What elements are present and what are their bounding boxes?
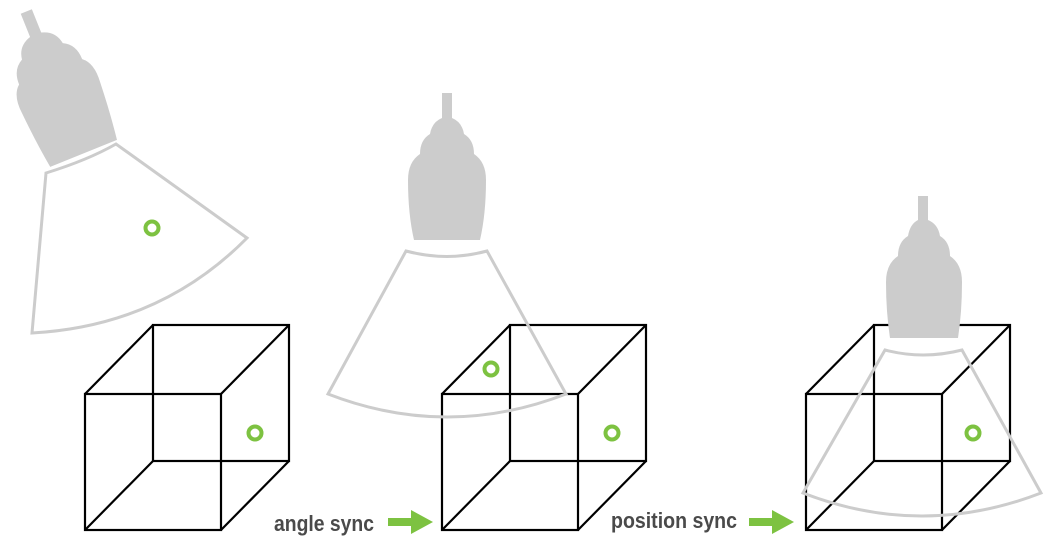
ultrasound-fan xyxy=(325,249,569,419)
right-arrow-icon xyxy=(749,510,794,534)
panel-angle-synced xyxy=(325,93,648,532)
cube xyxy=(440,323,648,532)
target-circle-icon xyxy=(143,219,161,237)
probe-icon xyxy=(408,93,486,240)
target-circle-icon xyxy=(482,360,500,378)
angle-sync-label: angle sync xyxy=(274,511,374,536)
cube xyxy=(83,323,291,532)
target-circle-icon xyxy=(964,424,982,442)
probe-icon xyxy=(16,9,117,167)
target-circle-icon xyxy=(603,424,621,442)
probe-icon xyxy=(886,196,962,338)
ultrasound-fan xyxy=(30,142,250,335)
target-circle-icon xyxy=(246,424,264,442)
panel-position-synced xyxy=(800,196,1044,532)
position-sync-label: position sync xyxy=(611,508,737,533)
ultrasound-fan xyxy=(800,348,1044,518)
panel-initial xyxy=(16,9,291,532)
right-arrow-icon xyxy=(388,510,433,534)
